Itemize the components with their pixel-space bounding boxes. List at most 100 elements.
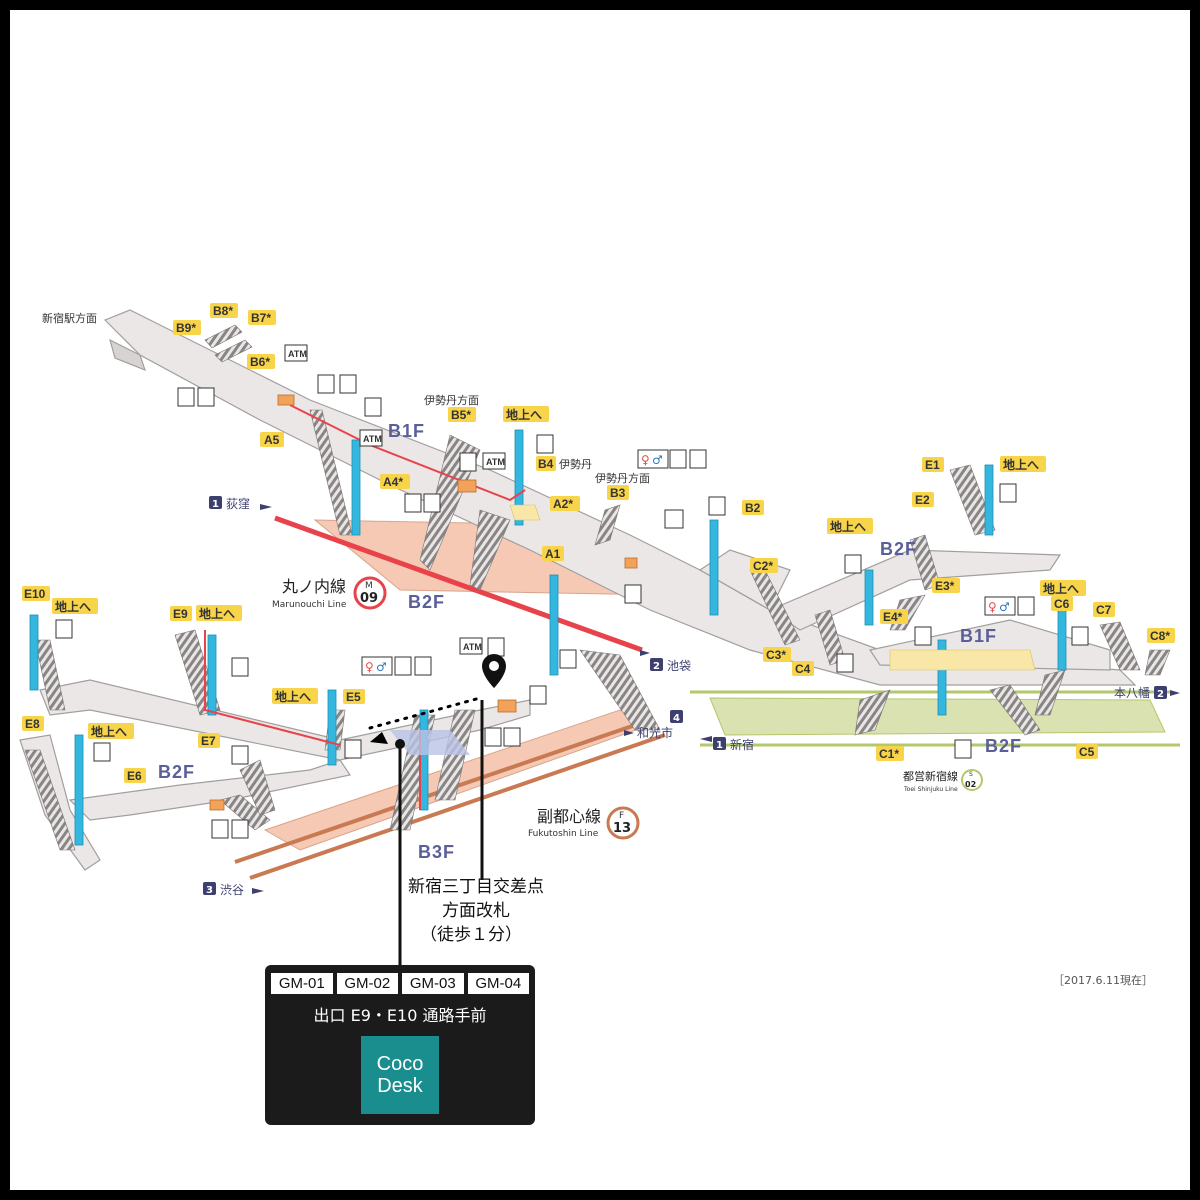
svg-text:A1: A1 [545, 547, 561, 561]
svg-text:B9*: B9* [176, 321, 196, 335]
svg-text:E4*: E4* [883, 610, 903, 624]
elevator-icon [1071, 626, 1089, 646]
elevator-icon [55, 619, 73, 639]
svg-text:B7*: B7* [251, 311, 271, 325]
svg-text:E10: E10 [24, 587, 46, 601]
exit-badge-a5: A5 [260, 432, 284, 447]
floor-label-b1f-right: B1F [960, 626, 997, 646]
escalator-icon [664, 509, 684, 529]
exit-badge-b5: B5* [448, 407, 476, 422]
svg-text:丸ノ内線: 丸ノ内線 [282, 577, 346, 596]
locker-icon [231, 745, 249, 765]
floor-label-b2f-left: B2F [158, 762, 195, 782]
svg-text:E2: E2 [915, 493, 930, 507]
callout-line-1: 新宿三丁目交差点 [408, 877, 544, 897]
svg-text:Toei Shinjuku Line: Toei Shinjuku Line [903, 786, 958, 793]
svg-text:都営新宿線: 都営新宿線 [903, 769, 958, 783]
toei-shinjuku-line-label: 都営新宿線 Toei Shinjuku Line S 02 [903, 769, 983, 793]
yellow-platform-areas [509, 504, 1036, 671]
to-ground-badge-c6: 地上へ [1040, 580, 1086, 596]
svg-text:B4: B4 [538, 457, 554, 471]
exit-badge-a4: A4* [380, 474, 410, 489]
elevator-icon [999, 483, 1017, 503]
exit-badges: B9* B8* B7* B6* A5 B5* B4 A4* A2* B3 A1 … [22, 303, 1175, 783]
svg-text:M: M [365, 581, 373, 591]
restroom-figures: ♀♂ ♀♂ ♀♂ [365, 453, 1010, 674]
ticket-machine-icon [404, 493, 422, 513]
booth-code-3: GM-03 [402, 973, 464, 994]
callout-line-2: 方面改札 [442, 901, 510, 921]
logo-line-2: Desk [377, 1075, 423, 1097]
svg-text:地上へ: 地上へ [55, 599, 91, 614]
svg-text:副都心線: 副都心線 [537, 807, 601, 826]
ticket-gate-area [368, 696, 482, 755]
svg-text:B2: B2 [745, 501, 761, 515]
restroom-icon [637, 449, 669, 469]
svg-text:池袋: 池袋 [667, 659, 691, 673]
svg-text:B8*: B8* [213, 304, 233, 318]
svg-text:C8*: C8* [1150, 629, 1170, 643]
svg-text:地上へ: 地上へ [1043, 581, 1079, 596]
exit-badge-b7: B7* [248, 310, 276, 325]
svg-text:地上へ: 地上へ [91, 724, 127, 739]
svg-text:和光市: 和光市 [637, 725, 673, 740]
to-ground-badge-e9: 地上へ [196, 605, 242, 621]
ticket-machine-icon [484, 727, 502, 747]
as-of-date: ［2017.6.11現在］ [1053, 974, 1153, 987]
baby-room-icon [669, 449, 687, 469]
locker-icon [317, 374, 335, 394]
svg-text:2: 2 [1157, 689, 1164, 700]
svg-text:E5: E5 [346, 690, 361, 704]
logo-line-1: Coco [376, 1053, 424, 1075]
facility-icons [55, 344, 1089, 839]
exit-badge-e6: E6 [124, 768, 146, 783]
cocodesk-logo: Coco Desk [361, 1036, 439, 1114]
floor-label-b2f-center: B2F [408, 592, 445, 612]
ticket-machine-icon [231, 819, 249, 839]
elevator-icon [844, 554, 862, 574]
atm-icon [359, 429, 383, 447]
elevator-icon [536, 434, 554, 454]
elevator-icon [231, 657, 249, 677]
atm-label: ATM [463, 642, 482, 652]
atm-icon [459, 637, 483, 655]
atm-icon [284, 344, 308, 362]
booth-code-2: GM-02 [336, 973, 398, 994]
fare-adjust-icon [836, 653, 854, 673]
atm-label: ATM [288, 349, 307, 359]
fare-adjust-icon [423, 493, 441, 513]
svg-text:♂: ♂ [376, 660, 387, 674]
svg-text:13: 13 [613, 821, 631, 836]
svg-text:地上へ: 地上へ [199, 606, 235, 621]
svg-text:荻窪: 荻窪 [226, 496, 250, 511]
marunouchi-line-label: 丸ノ内線 Marunouchi Line M 09 [272, 576, 387, 610]
svg-text:A4*: A4* [383, 475, 403, 489]
telephone-icon [339, 374, 357, 394]
exit-badge-e5: E5 [343, 689, 365, 704]
fare-adjust-icon [503, 727, 521, 747]
svg-text:B3: B3 [610, 486, 626, 500]
exit-badge-e3: E3* [932, 578, 960, 593]
svg-text:地上へ: 地上へ [1003, 457, 1039, 472]
svg-text:新宿: 新宿 [730, 737, 754, 752]
svg-text:E3*: E3* [935, 579, 955, 593]
exit-badge-c6: C6 [1051, 596, 1073, 611]
svg-text:A5: A5 [264, 433, 280, 447]
toei-shinjuku-line-track [690, 690, 1180, 747]
svg-text:♀: ♀ [988, 600, 997, 614]
svg-text:♀: ♀ [365, 660, 374, 674]
svg-text:C3*: C3* [766, 648, 786, 662]
svg-text:3: 3 [206, 885, 213, 896]
exit-badge-e1: E1 [922, 457, 944, 472]
cocodesk-info-panel: GM-01 GM-02 GM-03 GM-04 出口 E9・E10 通路手前 C… [265, 965, 535, 1125]
direction-wakoshi: 4 和光市 [624, 710, 683, 740]
floor-label-b2f-lower-right: B2F [985, 736, 1022, 756]
exit-badge-c8: C8* [1147, 628, 1175, 643]
exit-badge-e9: E9 [170, 606, 192, 621]
to-ground-badge-b2f: 地上へ [827, 518, 873, 534]
booth-code-4: GM-04 [467, 973, 529, 994]
elevator-icon [559, 649, 577, 669]
direction-ogikubo: 1 荻窪 [209, 496, 272, 511]
atm-icon [482, 452, 506, 470]
exit-badge-c7: C7 [1093, 602, 1115, 617]
